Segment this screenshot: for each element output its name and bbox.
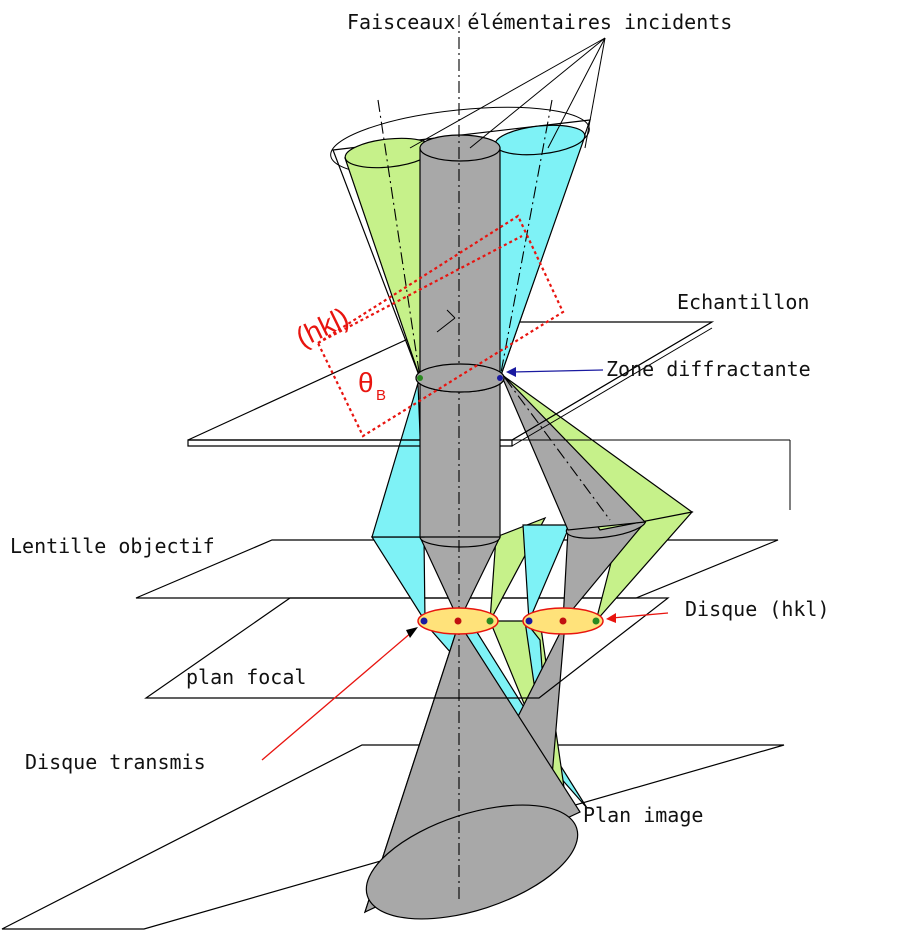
transmitted-column-body <box>419 377 501 538</box>
bragg-angle-symbol: θ <box>358 367 374 398</box>
hkl-disk-label: Disque (hkl) <box>685 597 830 621</box>
mid-cyan-beam <box>370 536 426 624</box>
middle-beams <box>370 430 694 624</box>
focus-dot-blue-2 <box>525 617 533 625</box>
zone-dot-blue <box>497 375 503 381</box>
diff-gray-upper <box>499 371 647 531</box>
pointer-incident-4 <box>584 37 606 149</box>
text-labels: Faisceaux élémentaires incidents Echanti… <box>10 10 830 827</box>
focus-dot-green-1 <box>486 617 494 625</box>
incident-gray-beam <box>419 147 501 379</box>
pointer-incident-1 <box>409 37 606 149</box>
incident-beams-label: Faisceaux élémentaires incidents <box>347 10 732 34</box>
right-angle-mark-a <box>436 317 456 333</box>
focus-dot-blue-1 <box>420 617 428 625</box>
focus-dot-red-1 <box>454 617 462 625</box>
mid-cyan-diff <box>522 524 571 622</box>
diffracted-axis <box>504 377 611 521</box>
sample-edge-diag <box>511 321 713 441</box>
incident-beams <box>330 15 591 393</box>
hkl-plane-line <box>317 235 523 344</box>
lower-beams <box>363 618 588 920</box>
sample-label: Echantillon <box>677 290 809 314</box>
pointer-hkl-disk <box>611 612 669 619</box>
focus-dot-red-2 <box>559 617 567 625</box>
image-plane-label: Plan image <box>583 803 703 827</box>
diffracted-beams <box>371 371 694 538</box>
objective-lens-label: Lentille objectif <box>10 534 215 558</box>
green-axis <box>377 99 421 379</box>
pointer-transmitted-disk-arrow <box>406 627 418 638</box>
diffracting-zone-label: Zone diffractante <box>606 357 811 381</box>
image-disk <box>365 804 579 920</box>
zone-dot-green <box>417 375 423 381</box>
bragg-angle-subscript: B <box>376 387 386 404</box>
pointer-transmitted-disk <box>261 631 413 761</box>
hkl-planes-box <box>316 214 565 438</box>
pointer-hkl-disk-arrow <box>606 613 616 623</box>
right-angle-mark-b <box>446 309 456 319</box>
pointer-diffracting-zone-arrow <box>506 367 516 377</box>
pointer-incident-2 <box>469 37 606 149</box>
focal-plane-label: plan focal <box>186 665 306 689</box>
image-plane-outline <box>1 744 785 930</box>
focal-disks <box>417 607 604 635</box>
diffracting-zone-front <box>415 363 505 393</box>
pointer-diffracting-zone <box>511 369 604 373</box>
pointer-lines <box>261 37 669 761</box>
incident-gray-top <box>419 134 501 162</box>
pointer-incident-3 <box>547 37 606 149</box>
hkl-planes-label: (hkl) <box>291 301 354 353</box>
transmitted-disk-label: Disque transmis <box>25 750 206 774</box>
diff-cyan-upper <box>371 382 425 538</box>
cyan-axis <box>499 99 553 379</box>
sample-edge-diag-2 <box>511 327 713 447</box>
focus-dot-green-2 <box>592 617 600 625</box>
incident-cyan-beam <box>495 135 586 379</box>
sample-plane <box>187 321 791 510</box>
image-plane <box>1 744 785 930</box>
